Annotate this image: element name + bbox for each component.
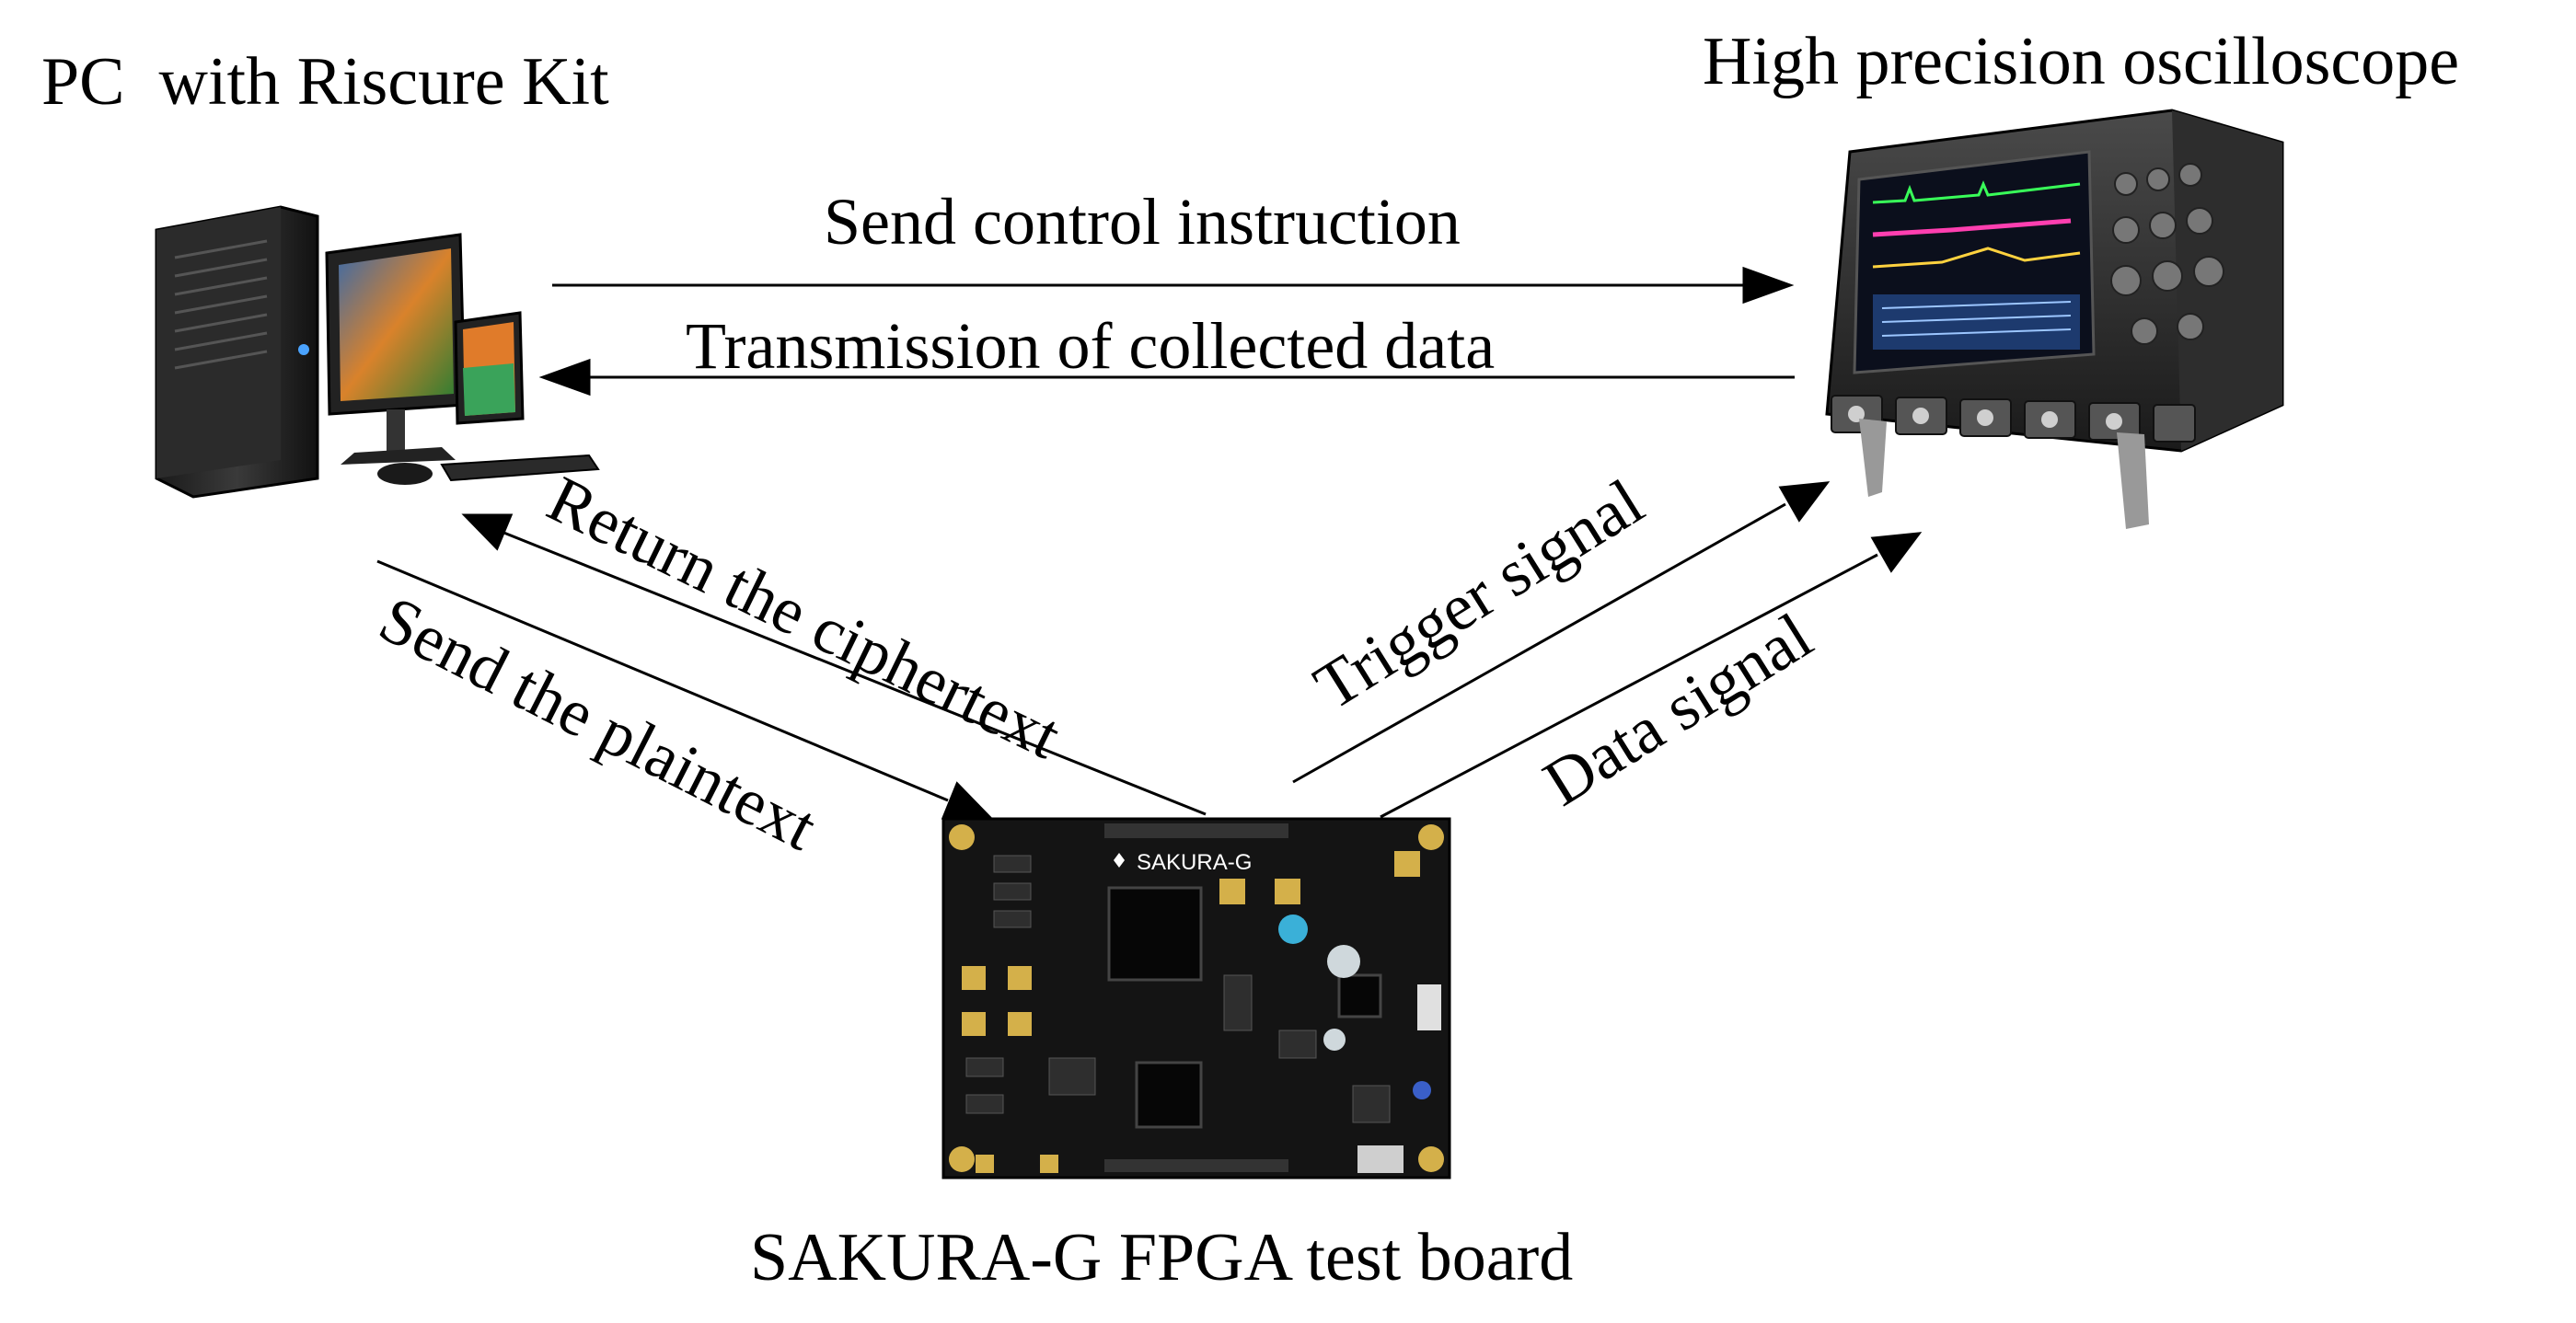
pc-label: PC with Riscure Kit [41,44,609,120]
board-brand-text: SAKURA-G [1137,850,1252,875]
trigger-signal-arrow [1292,481,1831,784]
transmission-arrow [538,358,1795,397]
transmission-label: Transmission of collected data [686,309,1496,383]
data-signal-arrow [1380,532,1923,819]
desktop-computer-icon [155,205,600,499]
oscilloscope-label: High precision oscilloscope [1703,24,2460,99]
send-control-label: Send control instruction [824,185,1461,259]
return-ciphertext-arrow [461,513,1207,816]
send-control-arrow [552,266,1795,305]
oscilloscope-icon [1825,109,2284,529]
send-plaintext-arrow [376,559,993,820]
board-label: SAKURA-G FPGA test board [750,1220,1574,1295]
fpga-board-icon: SAKURA-G [941,817,1451,1179]
